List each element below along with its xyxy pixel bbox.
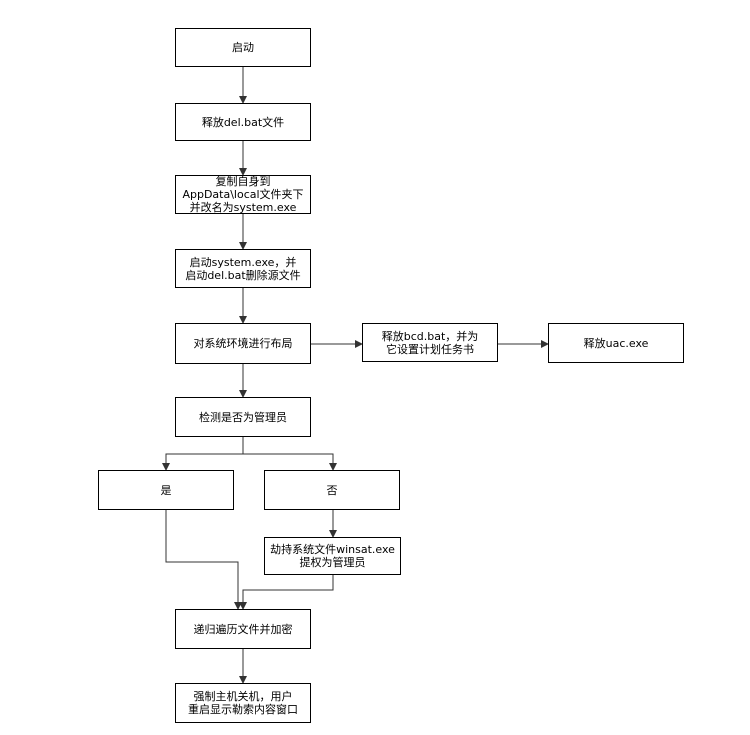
edge-yes-to-encrypt bbox=[165, 510, 242, 610]
edge-check-admin-to-no bbox=[243, 453, 337, 471]
node-launch-system: 启动system.exe，并 启动del.bat删除源文件 bbox=[175, 249, 311, 288]
node-encrypt: 递归遍历文件并加密 bbox=[175, 609, 311, 649]
node-release-uac: 释放uac.exe bbox=[548, 323, 684, 363]
node-hijack: 劫持系统文件winsat.exe 提权为管理员 bbox=[264, 537, 401, 575]
edge-hijack-to-encrypt bbox=[239, 575, 334, 610]
node-release-bcd: 释放bcd.bat，并为 它设置计划任务书 bbox=[362, 323, 498, 362]
node-check-admin: 检测是否为管理员 bbox=[175, 397, 311, 437]
node-shutdown: 强制主机关机，用户 重启显示勒索内容窗口 bbox=[175, 683, 311, 723]
node-start: 启动 bbox=[175, 28, 311, 67]
node-release-del: 释放del.bat文件 bbox=[175, 103, 311, 141]
edge-check-admin-to-yes bbox=[162, 437, 244, 471]
node-copy-self: 复制自身到 AppData\local文件夹下 并改名为system.exe bbox=[175, 175, 311, 214]
node-yes: 是 bbox=[98, 470, 234, 510]
node-no: 否 bbox=[264, 470, 400, 510]
node-layout: 对系统环境进行布局 bbox=[175, 323, 311, 364]
